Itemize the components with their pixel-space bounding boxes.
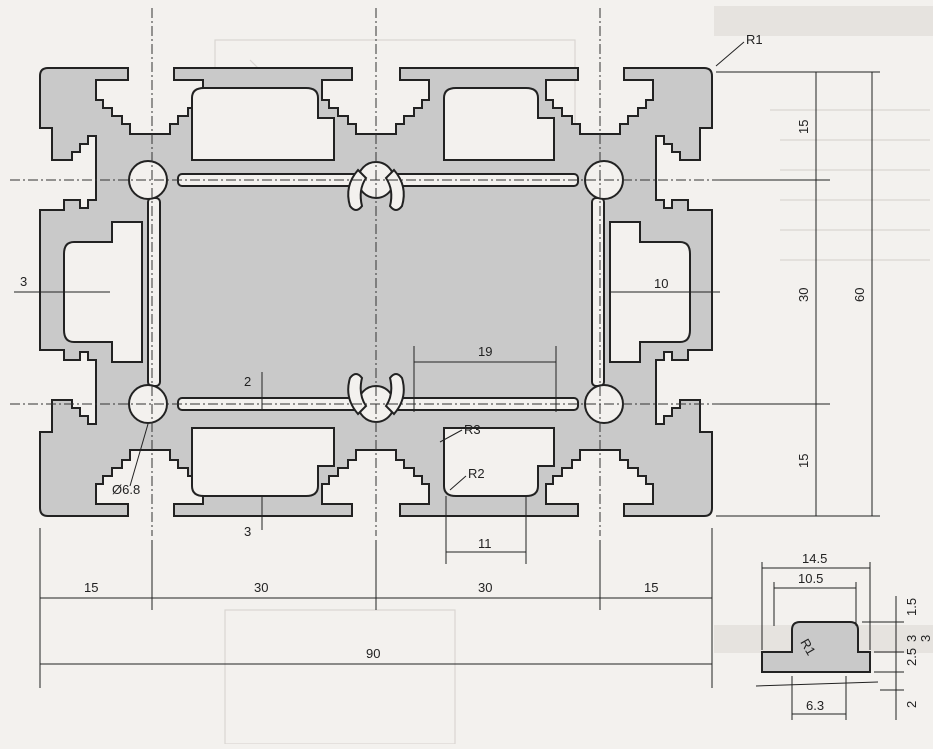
dimension-lines (14, 41, 880, 688)
cavity-bottom-left (191, 427, 335, 497)
slot-left-vertical (147, 197, 161, 387)
hole-diameter-label: Ø6.8 (112, 482, 140, 497)
cavity-inner-width-label: 11 (478, 536, 492, 551)
width-segment-1: 15 (84, 580, 98, 595)
detail-height-5: 2 (904, 701, 919, 708)
cavity-top-right (443, 87, 555, 161)
corner-radius-label: R1 (746, 32, 763, 47)
height-segment-bottom: 15 (796, 454, 811, 468)
cavity-top-left (191, 87, 335, 161)
overall-width: 90 (366, 646, 380, 661)
wall-bottom-label: 3 (244, 524, 251, 539)
height-segment-top: 15 (796, 120, 811, 134)
detail-width-outer: 14.5 (802, 551, 827, 566)
slot-opening-label: 10 (654, 276, 668, 291)
wall-left-label: 3 (20, 274, 27, 289)
wall-top-label: 2 (244, 374, 251, 389)
radius-b-label: R2 (468, 466, 485, 481)
slot-right-vertical (591, 197, 605, 387)
width-segment-2: 30 (254, 580, 268, 595)
detail-height-3: 2.5 (904, 648, 919, 666)
detail-width-inner: 10.5 (798, 571, 823, 586)
height-segment-middle: 30 (796, 288, 811, 302)
overall-height: 60 (852, 288, 867, 302)
detail-nut-shape (761, 621, 871, 673)
dimension-labels: 15 30 30 15 90 15 30 15 60 R1 3 2 3 Ø6.8… (20, 32, 867, 661)
detail-width-bottom: 6.3 (806, 698, 824, 713)
width-segment-4: 15 (644, 580, 658, 595)
detail-height-1: 1.5 (904, 598, 919, 616)
detail-height-4: 3 (918, 635, 933, 642)
detail-height-2: 3 (904, 635, 919, 642)
width-segment-3: 30 (478, 580, 492, 595)
radius-a-label: R3 (464, 422, 481, 437)
cavity-width-label: 19 (478, 344, 492, 359)
center-lines (10, 8, 740, 536)
detail-view: 14.5 10.5 6.3 R1 1.5 3 2.5 3 2 (755, 551, 933, 720)
detail-radius: R1 (797, 636, 818, 658)
cavity-bottom-right (443, 427, 555, 497)
ghost-header-bar (714, 6, 933, 36)
